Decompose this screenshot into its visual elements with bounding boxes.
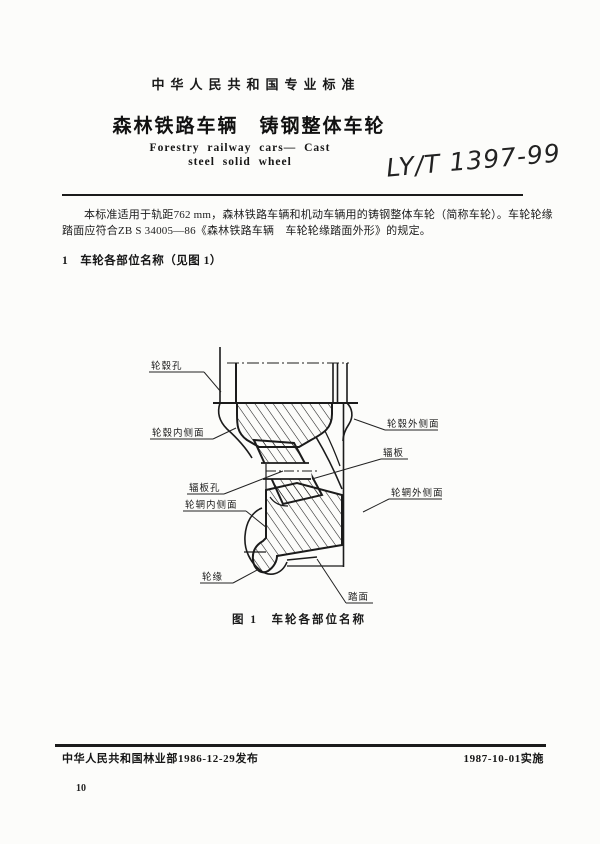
label-web-hole: 辐板孔 <box>189 482 221 494</box>
label-hub-outer-face: 轮毂外侧面 <box>387 418 440 430</box>
footer-implemented-date: 1987-10-01实施 <box>463 753 544 765</box>
label-rim-inner-face: 轮辋内侧面 <box>185 499 238 511</box>
label-tread: 踏面 <box>348 591 369 603</box>
label-hub-inner-face: 轮毂内侧面 <box>152 427 205 439</box>
part-labels: 轮毂孔 轮毂内侧面 辐板孔 轮辋内侧面 轮缘 轮毂外侧面 辐板 轮辋外侧面 踏面 <box>151 360 444 603</box>
outer-contour-lines <box>217 402 353 575</box>
hub-bore-lines <box>213 347 358 404</box>
header-divider <box>62 194 523 196</box>
section-1-heading: 1 车轮各部位名称（见图 1） <box>62 255 222 267</box>
scope-paragraph-line1: 本标准适用于轨距762 mm，森林铁路车辆和机动车辆用的铸钢整体车轮（简称车轮）… <box>84 209 553 221</box>
wheel-cross-section-diagram: 轮毂孔 轮毂内侧面 辐板孔 轮辋内侧面 轮缘 轮毂外侧面 辐板 轮辋外侧面 踏面 <box>149 347 444 604</box>
title-english-line2: steel solid wheel <box>188 156 292 168</box>
figure-caption: 图 1 车轮各部位名称 <box>231 614 367 626</box>
footer-issued-by: 中华人民共和国林业部1986-12-29发布 <box>62 753 259 765</box>
hub-section <box>236 402 333 448</box>
title-english-line1: Forestry railway cars— Cast <box>149 142 331 154</box>
label-hub-hole: 轮毂孔 <box>151 360 183 372</box>
leader-lines <box>149 371 442 604</box>
scope-paragraph-line2: 踏面应符合ZB S 34005—86《森林铁路车辆 车轮轮缘踏面外形》的规定。 <box>62 225 431 237</box>
label-rim-outer-face: 轮辋外侧面 <box>391 487 444 499</box>
footer-divider <box>55 744 546 747</box>
standard-header: 中华人民共和国专业标准 <box>151 77 361 92</box>
handwritten-standard-number: LY/T 1397-99 <box>385 138 562 183</box>
page-title: 森林铁路车辆 铸钢整体车轮 <box>112 116 386 137</box>
label-web: 辐板 <box>383 447 404 459</box>
page-number: 10 <box>76 783 86 794</box>
rim-flange-section <box>251 481 343 574</box>
label-flange: 轮缘 <box>202 571 223 583</box>
